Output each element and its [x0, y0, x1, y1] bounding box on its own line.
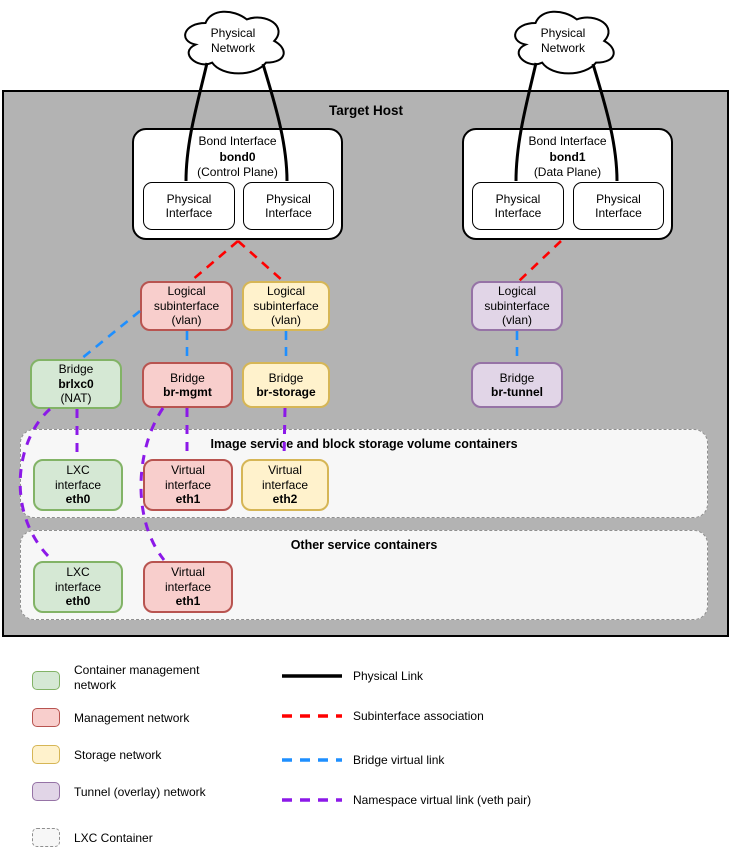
- virtual-interface-eth1: Virtual interface eth1: [143, 459, 233, 511]
- virtual-interface-eth2: Virtual interface eth2: [241, 459, 329, 511]
- physical-network-cloud-right: Physical Network: [508, 5, 618, 77]
- legend-line-namespace: [282, 798, 342, 802]
- bridge-name: br-storage: [256, 385, 316, 399]
- bond0-box: Bond Interface bond0 (Control Plane) Phy…: [132, 128, 343, 240]
- interface-name: eth1: [175, 594, 201, 609]
- physical-interface-box: Physical Interface: [472, 182, 564, 230]
- interface-kind: Virtual interface: [261, 463, 309, 492]
- interface-kind: LXC interface: [54, 565, 102, 594]
- legend-line-subinterface: [282, 714, 342, 718]
- legend-swatch-storage: [32, 745, 60, 764]
- bridge-name: br-mgmt: [163, 385, 212, 399]
- bridge-title: Bridge: [268, 370, 304, 385]
- interface-name: eth0: [65, 594, 91, 609]
- bond0-title: Bond Interface: [198, 134, 277, 148]
- cloud-icon: [184, 10, 285, 75]
- legend-label-tunnel: Tunnel (overlay) network: [74, 785, 206, 799]
- legend-label-container-mgmt: Container management network: [74, 663, 200, 692]
- subinterface-label: Logical subinterface (vlan): [153, 284, 220, 328]
- legend-label-lxc-container: LXC Container: [74, 831, 153, 845]
- interface-name: eth0: [65, 492, 91, 507]
- legend-label-mgmt: Management network: [74, 711, 190, 725]
- bond1-box: Bond Interface bond1 (Data Plane) Physic…: [462, 128, 673, 240]
- bond0-name: bond0: [219, 149, 256, 164]
- legend-label-storage: Storage network: [74, 748, 162, 762]
- logical-subinterface-tunnel: Logical subinterface (vlan): [471, 281, 563, 331]
- bridge-br-storage: Bridge br-storage: [242, 362, 330, 408]
- lxc-interface-eth0: LXC interface eth0: [33, 561, 123, 613]
- legend-label-physical-link: Physical Link: [353, 669, 424, 683]
- legend-label-bridge-virtual-link: Bridge virtual link: [353, 753, 445, 767]
- container-title: Image service and block storage volume c…: [210, 437, 518, 451]
- physical-interface-box: Physical Interface: [573, 182, 664, 230]
- virtual-interface-eth1: Virtual interface eth1: [143, 561, 233, 613]
- bond0-plane: (Control Plane): [197, 165, 278, 180]
- subinterface-label: Logical subinterface (vlan): [253, 284, 319, 328]
- legend-line-physical: [282, 674, 342, 678]
- bridge-title: Bridge: [58, 362, 94, 377]
- physical-interface-box: Physical Interface: [143, 182, 235, 230]
- interface-kind: LXC interface: [54, 463, 102, 492]
- cloud-icon: [514, 10, 615, 75]
- logical-subinterface-mgmt: Logical subinterface (vlan): [140, 281, 233, 331]
- lxc-interface-eth0: LXC interface eth0: [33, 459, 123, 511]
- legend-swatch-lxc-container: [32, 828, 60, 847]
- cloud-label: Physical Network: [540, 26, 586, 55]
- bond1-title: Bond Interface: [528, 134, 607, 148]
- interface-kind: Virtual interface: [164, 565, 212, 594]
- cloud-label: Physical Network: [210, 26, 256, 55]
- bridge-br-mgmt: Bridge br-mgmt: [142, 362, 233, 408]
- interface-name: eth2: [272, 492, 298, 507]
- target-host-title: Target Host: [328, 103, 403, 118]
- legend-label-namespace-virtual-link: Namespace virtual link (veth pair): [353, 793, 532, 807]
- logical-subinterface-storage: Logical subinterface (vlan): [242, 281, 330, 331]
- legend-swatch-mgmt: [32, 708, 60, 727]
- physical-network-cloud-left: Physical Network: [178, 5, 288, 77]
- bridge-name: br-tunnel: [491, 385, 543, 399]
- bridge-br-tunnel: Bridge br-tunnel: [471, 362, 563, 408]
- legend-swatch-container-mgmt: [32, 671, 60, 690]
- interface-kind: Virtual interface: [164, 463, 212, 492]
- legend-swatch-tunnel: [32, 782, 60, 801]
- physical-interface-box: Physical Interface: [243, 182, 334, 230]
- interface-name: eth1: [175, 492, 201, 507]
- container-image-service: Image service and block storage volume c…: [20, 429, 708, 518]
- bond1-name: bond1: [549, 149, 586, 164]
- bridge-brlxc0: Bridge brlxc0 (NAT): [30, 359, 122, 409]
- bridge-title: Bridge: [170, 370, 205, 385]
- subinterface-label: Logical subinterface (vlan): [484, 284, 550, 328]
- bridge-name: brlxc0: [58, 376, 94, 391]
- legend-label-subinterface-association: Subinterface association: [353, 709, 484, 723]
- legend-line-bridge: [282, 758, 342, 762]
- bridge-sub: (NAT): [60, 391, 92, 406]
- container-title: Other service containers: [290, 538, 438, 552]
- container-other-services: Other service containers LXC interface e…: [20, 530, 708, 620]
- bridge-title: Bridge: [499, 370, 535, 385]
- bond1-plane: (Data Plane): [533, 165, 602, 180]
